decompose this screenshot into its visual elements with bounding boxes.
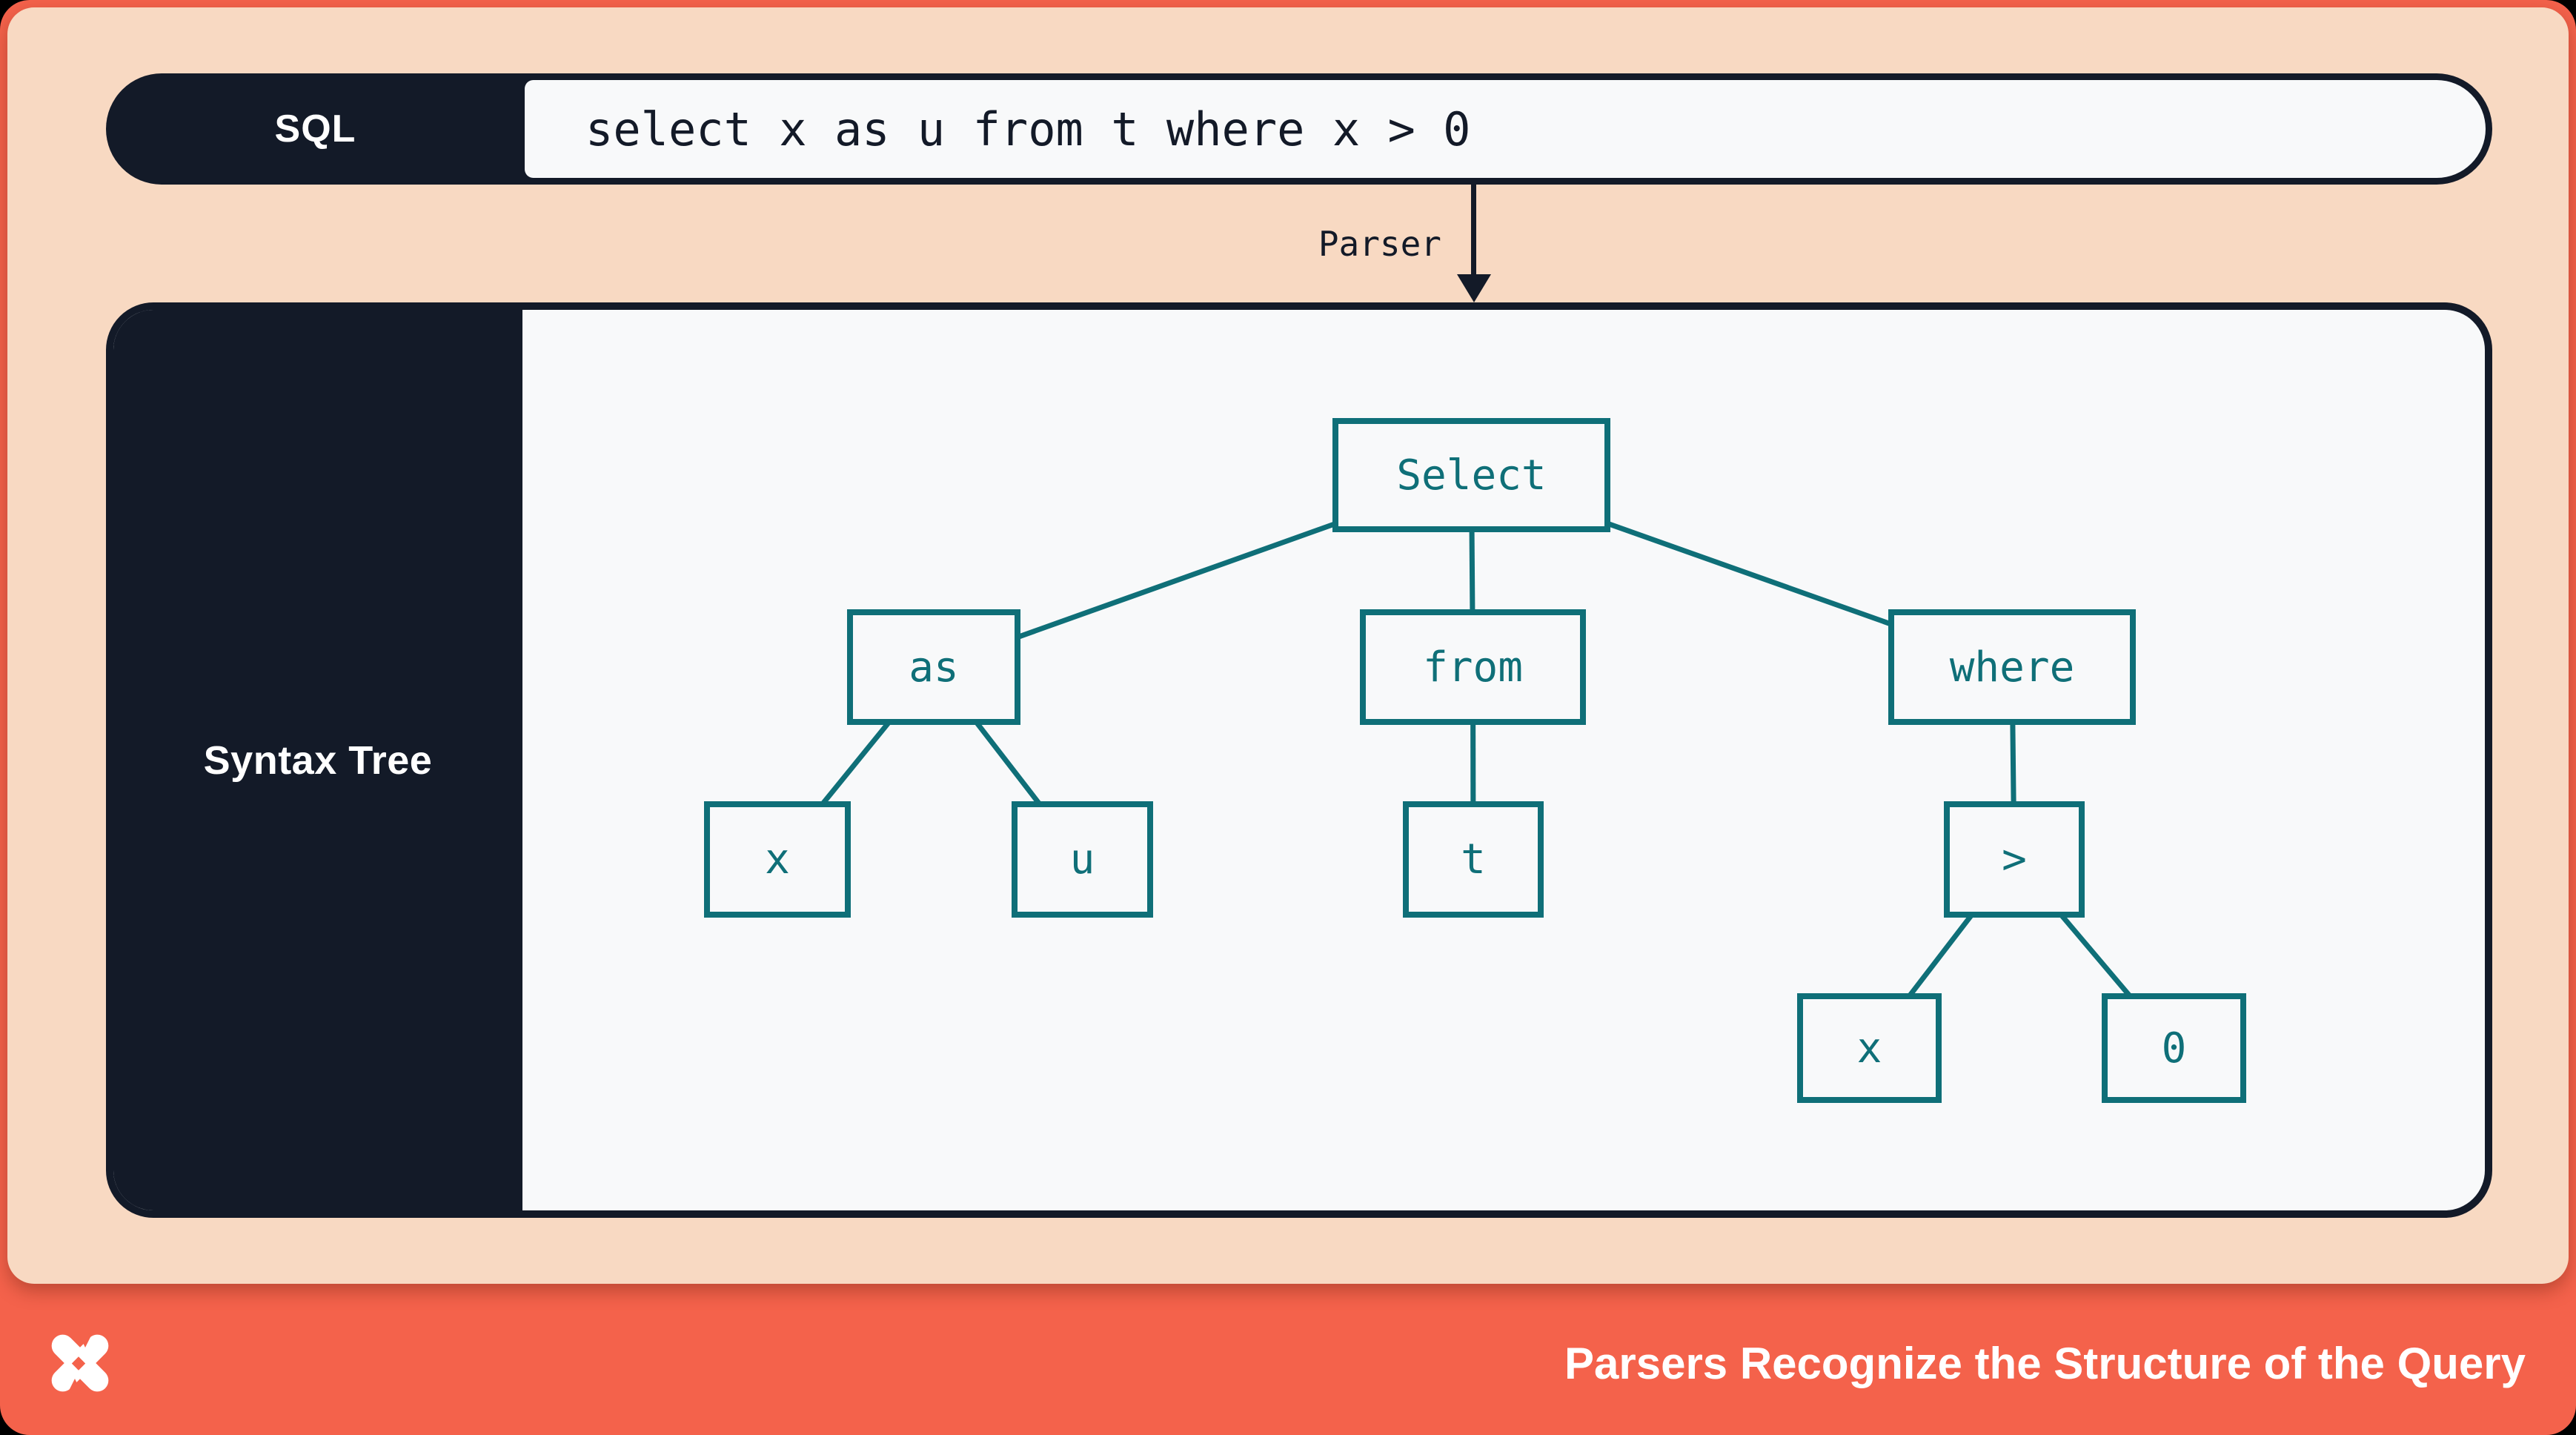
syntax-tree-sidebar: Syntax Tree <box>113 310 522 1210</box>
sql-query-text: select x as u from t where x > 0 <box>525 80 2486 178</box>
syntax-tree-label: Syntax Tree <box>203 738 433 783</box>
footer-bar: Parsers Recognize the Structure of the Q… <box>0 1284 2576 1435</box>
parser-label: Parser <box>1318 224 1441 264</box>
syntax-tree-panel: Syntax Tree <box>106 302 2492 1218</box>
sql-input-pill: SQL select x as u from t where x > 0 <box>106 73 2492 185</box>
slide-title: Parsers Recognize the Structure of the Q… <box>1564 1339 2526 1388</box>
parser-arrow-line <box>1471 185 1476 276</box>
parser-arrow-head-icon <box>1457 274 1491 302</box>
sql-pill-label: SQL <box>274 107 356 150</box>
dolt-logo-icon <box>51 1332 109 1394</box>
